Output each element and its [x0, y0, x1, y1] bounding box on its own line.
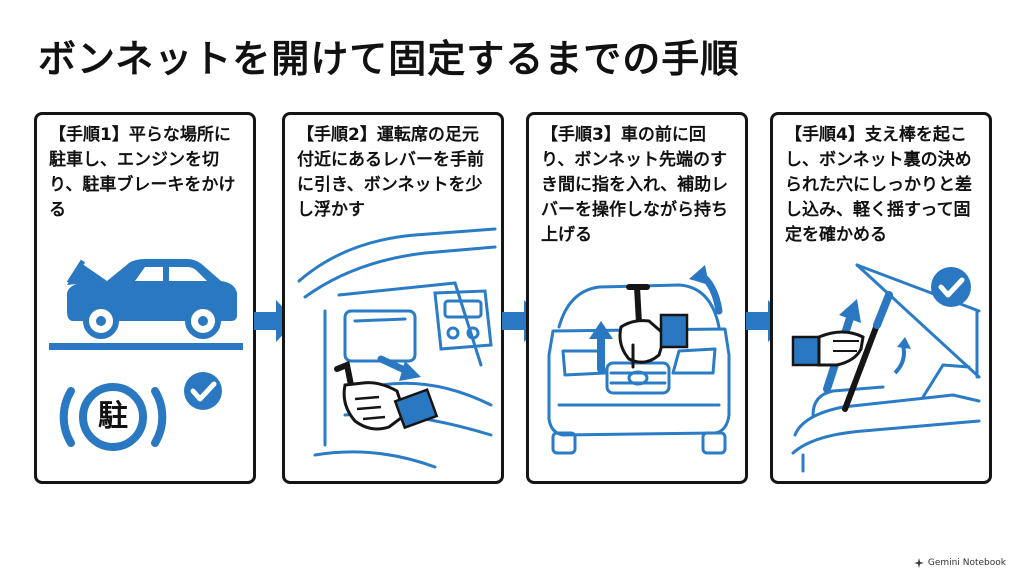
up-arrow-icon: [589, 265, 723, 373]
hood-prop-rod-icon: [791, 263, 981, 473]
step-3-text: 【手順3】車の前に回り、ボンネット先端のすき間に指を入れ、補助レバーを操作しなが…: [541, 125, 729, 245]
step-panel-2: 【手順2】運転席の足元付近にあるレバーを手前に引き、ボンネットを少し浮かす: [282, 112, 504, 484]
step-1-illustration: [49, 259, 243, 451]
step-2-text: 【手順2】運転席の足元付近にあるレバーを手前に引き、ボンネットを少し浮かす: [297, 125, 484, 220]
arrow-icon: [377, 355, 421, 381]
step-1-text: 【手順1】平らな場所に駐車し、エンジンを切り、駐車ブレーキをかける: [49, 125, 236, 220]
step-4-illustration: [791, 263, 981, 473]
footer-brand: Gemini Notebook: [927, 558, 1006, 568]
check-icon: [184, 372, 222, 410]
page-title: ボンネットを開けて固定するまでの手順: [38, 37, 740, 81]
parking-brake-badge: 駐: [98, 399, 128, 434]
dashboard-interior-icon: [297, 227, 497, 469]
hand-pushing-icon: [791, 330, 865, 367]
step-panel-3: 【手順3】車の前に回り、ボンネット先端のすき間に指を入れ、補助レバーを操作しなが…: [526, 112, 748, 484]
step-panel-4: 【手順4】支え棒を起こし、ボンネット裏の決められた穴にしっかりと差し込み、軽く揺…: [770, 112, 992, 484]
parking-brake-icon: [59, 383, 167, 451]
footer: Gemini Notebook: [913, 558, 1006, 568]
step-4-text: 【手順4】支え棒を起こし、ボンネット裏の決められた穴にしっかりと差し込み、軽く揺…: [785, 125, 972, 245]
hand-lifting-icon: [618, 284, 689, 369]
car-front-icon: [547, 283, 731, 455]
hand-pulling-lever-icon: [334, 360, 439, 431]
gemini-notebook-logo-icon: [913, 558, 924, 568]
check-icon: [931, 267, 971, 307]
step-2-illustration: [297, 227, 497, 469]
car-open-hood-icon: [49, 259, 243, 350]
step-3-illustration: [547, 265, 731, 455]
step-panel-1: 【手順1】平らな場所に駐車し、エンジンを切り、駐車ブレーキをかける 駐: [34, 112, 256, 484]
